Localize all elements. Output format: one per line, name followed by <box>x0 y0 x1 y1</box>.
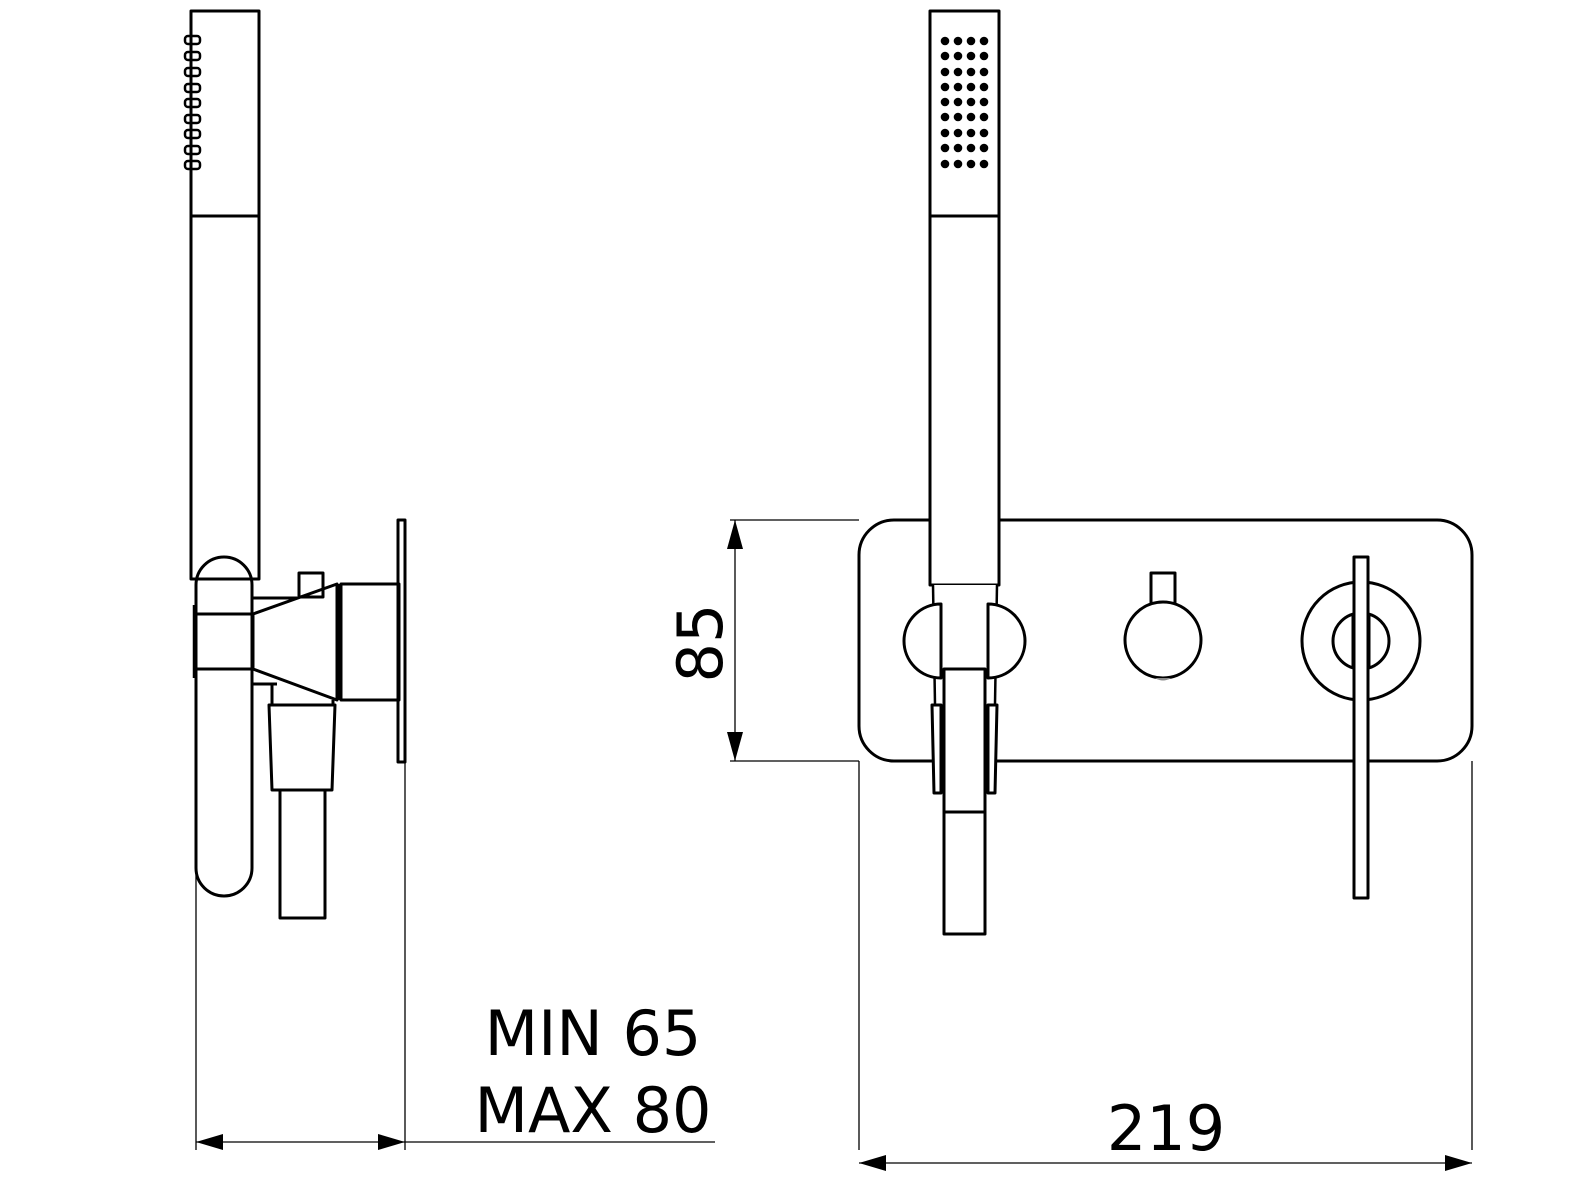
width-label: 219 <box>1107 1092 1225 1165</box>
wall-plate-side <box>396 518 407 764</box>
depth-min-label: MIN 65 <box>485 997 702 1070</box>
depth-dimension: MIN 65 MAX 80 <box>196 997 715 1150</box>
diverter-body-side <box>251 571 401 702</box>
nozzle-grid-front <box>940 36 989 169</box>
side-view <box>183 9 407 1150</box>
front-view <box>730 9 1474 1150</box>
shower-holder-side <box>192 555 254 898</box>
hose-connector-side <box>267 684 337 920</box>
mixer-lever <box>1300 555 1422 900</box>
height-label: 85 <box>664 604 737 683</box>
hand-shower-side <box>183 9 261 581</box>
height-dimension: 85 <box>664 520 743 761</box>
nozzle-row-side <box>183 34 202 171</box>
depth-max-label: MAX 80 <box>475 1074 712 1147</box>
shower-holder-front <box>902 584 1027 936</box>
width-dimension: 219 <box>859 1092 1472 1171</box>
wall-plate-front <box>857 518 1474 763</box>
diverter-knob <box>1123 571 1203 681</box>
hand-shower-front <box>928 9 1001 587</box>
